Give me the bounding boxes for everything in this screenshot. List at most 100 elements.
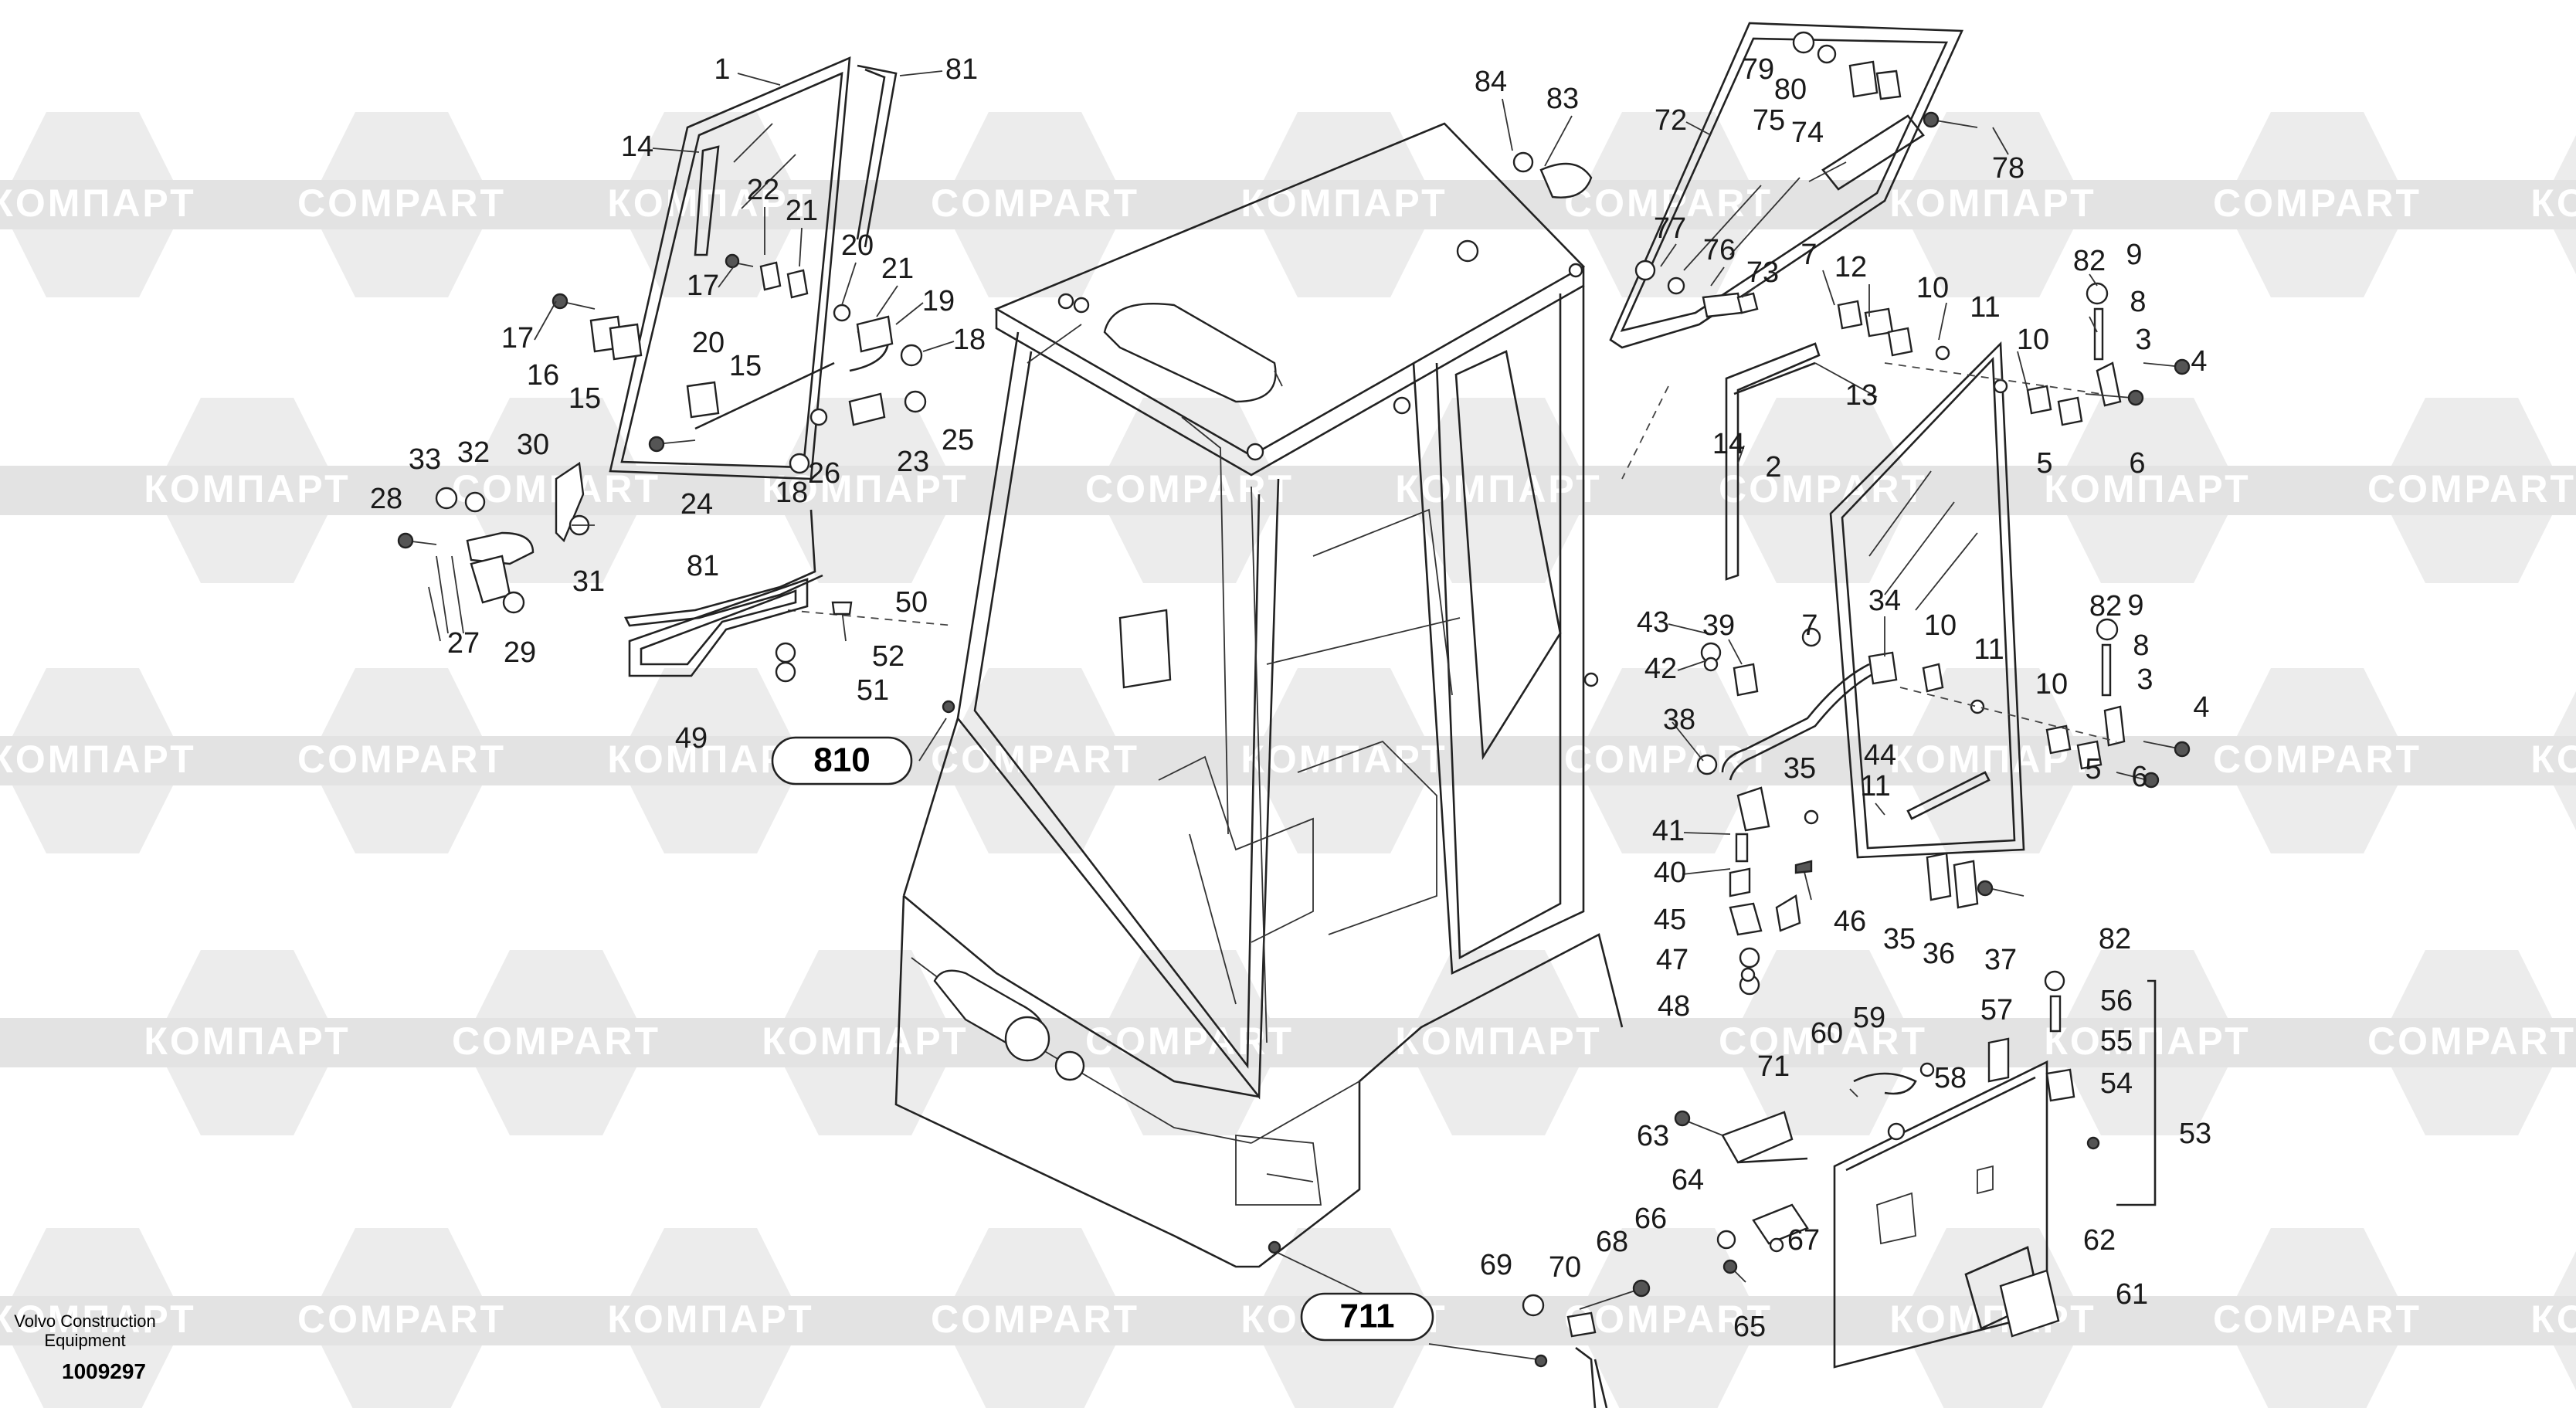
cab-frame-drawing	[787, 122, 1669, 1268]
credit-line2: Equipment	[44, 1331, 125, 1350]
watermark-text: КОМПАРТ	[2044, 1020, 2250, 1063]
part-number-label: 30	[517, 429, 549, 461]
watermark-text: COMPART	[1564, 1298, 1773, 1341]
part-number-label: 3	[2136, 663, 2153, 696]
part-number-label: 59	[1853, 1002, 1885, 1034]
leader-line	[895, 302, 924, 325]
part-number-label: 74	[1791, 117, 1824, 149]
leader-line	[737, 73, 781, 86]
part-number-label: 6	[2129, 447, 2145, 480]
leader-line	[1822, 270, 1835, 306]
part-number-label: 4	[2191, 345, 2207, 378]
part-number-label: 75	[1753, 104, 1785, 137]
part-number-label: 81	[687, 550, 719, 582]
part-number-label: 51	[857, 674, 889, 707]
part-number-label: 65	[1733, 1311, 1766, 1343]
door-lock-mechanism	[1696, 627, 2024, 996]
reference-callout-711-text: 711	[1340, 1298, 1395, 1335]
leader-line	[1677, 660, 1708, 671]
leader-line	[1737, 445, 1745, 464]
leader-line	[876, 285, 898, 317]
part-number-label: 35	[1784, 752, 1816, 785]
part-number-label: 64	[1672, 1164, 1704, 1196]
part-number-label: 56	[2100, 985, 2133, 1017]
part-number-label: 76	[1703, 234, 1736, 266]
watermark-text: COMPART	[931, 738, 1139, 781]
part-number-label: 24	[680, 488, 713, 521]
part-number-label: 80	[1774, 73, 1807, 106]
watermark-text: КОМПАРТ	[0, 1298, 196, 1341]
leader-line	[2089, 273, 2098, 287]
part-number-label: 62	[2083, 1224, 2116, 1257]
part-number-label: 9	[2127, 589, 2143, 622]
part-number-label: 63	[1637, 1120, 1669, 1152]
watermark-text: COMPART	[1564, 182, 1773, 225]
leader-line	[1741, 285, 1758, 298]
watermark-text: КОМПАРТ	[2530, 1298, 2576, 1341]
watermark-band	[0, 466, 2576, 515]
part-number-label: 39	[1702, 609, 1735, 642]
part-number-label: 82	[2073, 245, 2106, 277]
part-number-label: 79	[1742, 53, 1774, 86]
part-number-label: 77	[1654, 212, 1686, 245]
part-number-label: 20	[841, 229, 874, 262]
part-number-label: 23	[897, 446, 929, 478]
leader-line	[922, 341, 955, 352]
part-number-label: 8	[2130, 286, 2146, 318]
part-number-label: 57	[1980, 994, 2013, 1026]
leader-line	[841, 262, 857, 306]
watermark-text: COMPART	[1719, 1020, 1927, 1063]
watermark-text: КОМПАРТ	[2044, 467, 2250, 511]
part-number-label: 81	[945, 53, 978, 86]
watermark-text: COMPART	[931, 1298, 1139, 1341]
part-number-label: 29	[504, 636, 536, 669]
part-number-label: 8	[2133, 629, 2149, 662]
part-number-label: 44	[1864, 739, 1896, 772]
credit-line1: Volvo Construction	[14, 1311, 155, 1331]
part-number-label: 26	[808, 457, 840, 490]
part-number-label: 5	[2085, 753, 2101, 785]
part-number-label: 4	[2193, 691, 2209, 724]
watermark-text: COMPART	[1085, 467, 1294, 511]
part-number-label: 10	[2017, 324, 2049, 356]
leader-line	[1710, 266, 1725, 287]
part-number-label: 82	[2099, 923, 2131, 955]
right-door-glass-assembly	[1725, 282, 2191, 859]
leader-line	[1544, 115, 1573, 167]
part-number-label: 14	[621, 131, 653, 163]
part-number-label: 19	[922, 285, 955, 317]
watermark-text: КОМПАРТ	[144, 1020, 350, 1063]
part-number-label: 52	[872, 640, 904, 673]
watermark-text: COMPART	[2367, 467, 2576, 511]
part-number-label: 6	[2131, 761, 2147, 793]
part-number-label: 58	[1934, 1062, 1967, 1094]
part-number-label: 36	[1923, 938, 1955, 970]
watermark-text: КОМПАРТ	[607, 182, 813, 225]
credit-block: Volvo Construction Equipment 1009297	[14, 1311, 155, 1383]
part-number-label: 34	[1868, 585, 1901, 617]
part-number-label: 47	[1656, 944, 1688, 976]
part-number-label: 15	[568, 382, 601, 415]
part-number-label: 13	[1845, 379, 1878, 412]
part-number-label: 7	[1801, 609, 1817, 642]
part-number-label: 28	[370, 483, 402, 515]
part-number-label: 61	[2116, 1278, 2148, 1311]
leader-line	[899, 70, 943, 76]
part-number-label: 46	[1834, 905, 1866, 938]
watermark-text: КОМПАРТ	[762, 467, 968, 511]
part-number-label: 11	[1970, 291, 2000, 324]
part-number-label: 83	[1546, 83, 1579, 115]
leader-line	[1502, 98, 1513, 151]
leader-line	[799, 227, 803, 267]
document-number: 1009297	[62, 1359, 146, 1383]
part-number-label: 20	[692, 327, 725, 359]
leader-line	[1682, 868, 1731, 875]
leader-line	[1875, 802, 1885, 816]
part-number-label: 69	[1480, 1249, 1512, 1281]
leader-lines	[534, 70, 2098, 875]
watermark-text: COMPART	[297, 738, 506, 781]
part-number-label: 71	[1757, 1050, 1790, 1083]
part-number-label: 49	[675, 722, 708, 755]
part-number-label: 17	[687, 270, 719, 302]
